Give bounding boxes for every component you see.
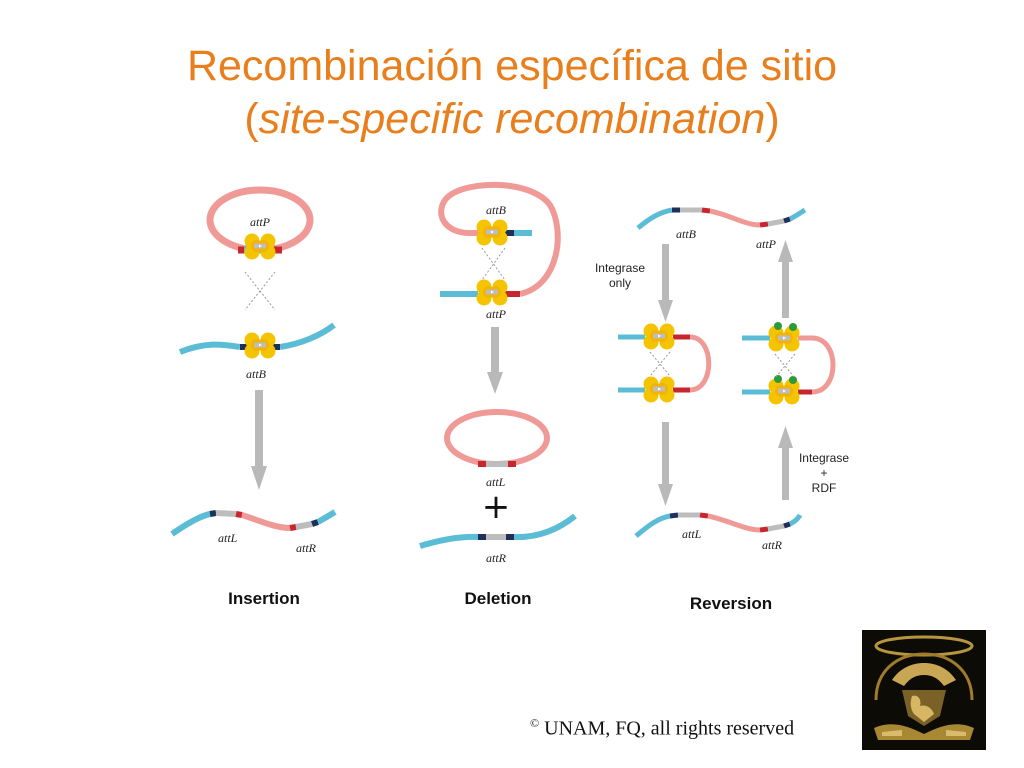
title-line-2: (site-specific recombination) (0, 95, 1024, 143)
attr-label-deletion: attR (486, 551, 507, 565)
note-integrase-rdf-3: RDF (812, 481, 837, 495)
title-paren-close: ) (765, 95, 780, 143)
title-italic: site-specific recombination (258, 95, 766, 143)
synapse-left (618, 323, 712, 403)
attr-label-reversion: attR (762, 538, 783, 552)
deletion-panel: attB attP attL + attR Deletion (419, 181, 577, 608)
note-integrase-only-1: Integrase (595, 261, 645, 275)
copyright-notice: © UNAM, FQ, all rights reserved (530, 716, 794, 741)
attb-label-reversion: attB (676, 227, 697, 241)
arrow-up-attp (778, 240, 793, 318)
attl-circle (444, 409, 550, 467)
looped-dna (438, 181, 561, 306)
arrow-down-reversion (658, 422, 673, 506)
product-strand-insertion (170, 509, 337, 537)
attl-label-reversion: attL (682, 527, 702, 541)
insertion-panel: attP attB attL attR Inser (170, 186, 337, 608)
crossover-lines (244, 271, 276, 311)
synapse-right (742, 322, 836, 405)
attr-label-insertion: attR (296, 541, 317, 555)
unam-seal-logo (862, 630, 986, 750)
attp-label-deletion: attP (486, 307, 507, 321)
attb-attp-strand-top (636, 207, 807, 230)
note-integrase-rdf-2: + (820, 466, 827, 480)
title-line-1: Recombinación específica de sitio (186, 42, 838, 90)
section-deletion: Deletion (464, 589, 531, 608)
attp-label-reversion: attP (756, 237, 777, 251)
copyright-text: UNAM, FQ, all rights reserved (544, 717, 795, 740)
attr-strand-deletion (419, 513, 577, 549)
arrow-down-insertion (251, 390, 267, 490)
section-reversion: Reversion (690, 594, 772, 613)
attp-circle (206, 186, 314, 260)
attp-label-insertion: attP (250, 215, 271, 229)
note-integrase-rdf-1: Integrase (799, 451, 849, 465)
reversion-panel: attB attP Integrase only (595, 207, 849, 613)
attl-label-deletion: attL (486, 475, 506, 489)
attb-strand-insertion (178, 322, 336, 359)
note-integrase-only-2: only (609, 276, 631, 290)
title-paren-open: ( (244, 95, 259, 143)
arrow-down-integrase-only (658, 244, 673, 322)
attl-attr-strand-bottom (634, 512, 803, 538)
copyright-symbol: © (530, 716, 540, 730)
crossover-lines-deletion (481, 247, 506, 281)
section-insertion: Insertion (228, 589, 300, 608)
attb-label-insertion: attB (246, 367, 267, 381)
attl-label-insertion: attL (218, 531, 238, 545)
arrow-down-deletion (487, 327, 503, 394)
arrow-up-integrase-rdf (778, 426, 793, 500)
plus-sign: + (482, 487, 511, 527)
attb-label-deletion: attB (486, 203, 507, 217)
